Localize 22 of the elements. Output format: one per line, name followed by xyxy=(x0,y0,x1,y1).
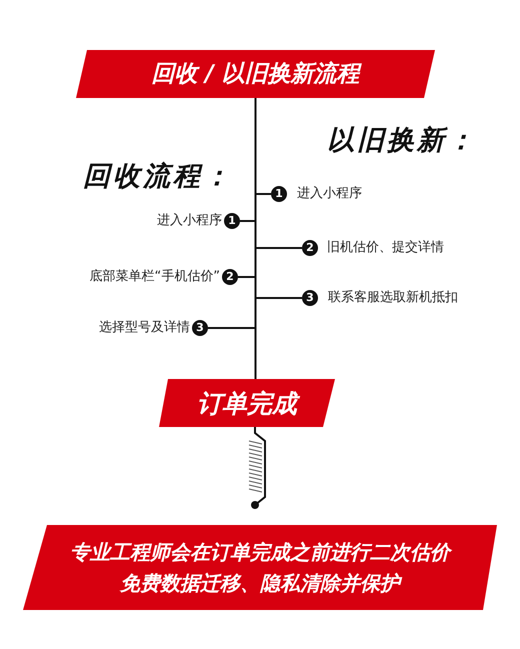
step-text: 底部菜单栏“手机估价” xyxy=(90,268,220,286)
number-badge: 2 xyxy=(222,269,238,285)
step-text: 旧机估价、提交详情 xyxy=(327,239,444,257)
number-badge: 2 xyxy=(302,240,318,256)
note-banner xyxy=(23,525,497,610)
connector-line xyxy=(251,427,266,509)
step-text: 选择型号及详情 xyxy=(99,319,190,337)
title-banner xyxy=(76,50,435,98)
banner-text: 免费数据迁移、隐私清除并保护 xyxy=(120,570,400,596)
status-banner xyxy=(159,379,335,427)
number-badge: 1 xyxy=(271,186,287,202)
number-badge: 3 xyxy=(192,320,208,336)
section-heading: 以旧换新： xyxy=(327,125,477,157)
step-text: 进入小程序 xyxy=(157,212,222,230)
banner-text: 回收 / 以旧换新流程 xyxy=(151,60,360,88)
banner-text: 专业工程师会在订单完成之前进行二次估价 xyxy=(70,540,450,564)
step-text: 联系客服选取新机抵扣 xyxy=(328,289,458,307)
step-text: 进入小程序 xyxy=(297,185,362,203)
section-heading: 回收流程： xyxy=(83,161,233,193)
number-badge: 1 xyxy=(224,213,240,229)
number-badge: 3 xyxy=(302,290,318,306)
connector-line xyxy=(254,98,256,379)
